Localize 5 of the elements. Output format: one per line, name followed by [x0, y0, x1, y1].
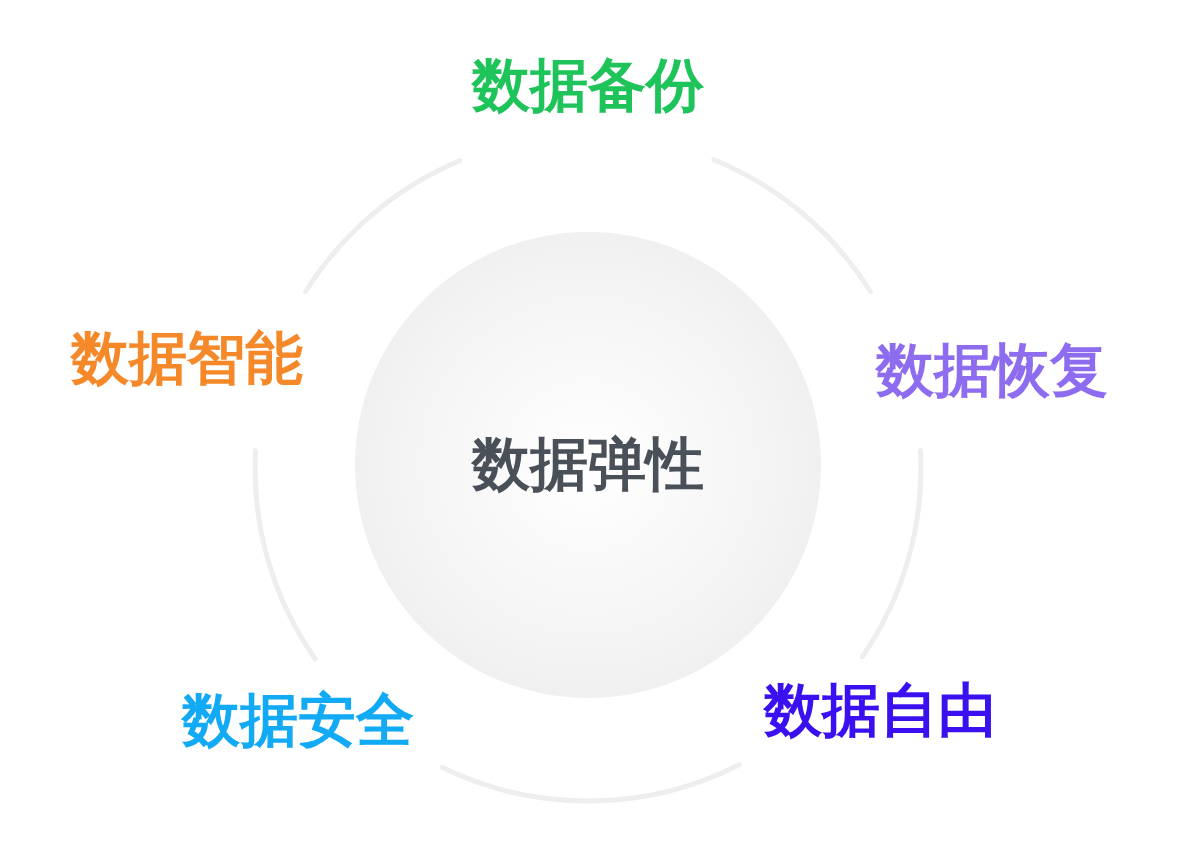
category-label: 数据恢复	[876, 341, 1108, 399]
category-label: 数据自由	[764, 681, 996, 739]
center-title: 数据弹性	[472, 429, 704, 500]
category-label: 数据备份	[472, 56, 704, 114]
category-label: 数据安全	[182, 691, 414, 749]
